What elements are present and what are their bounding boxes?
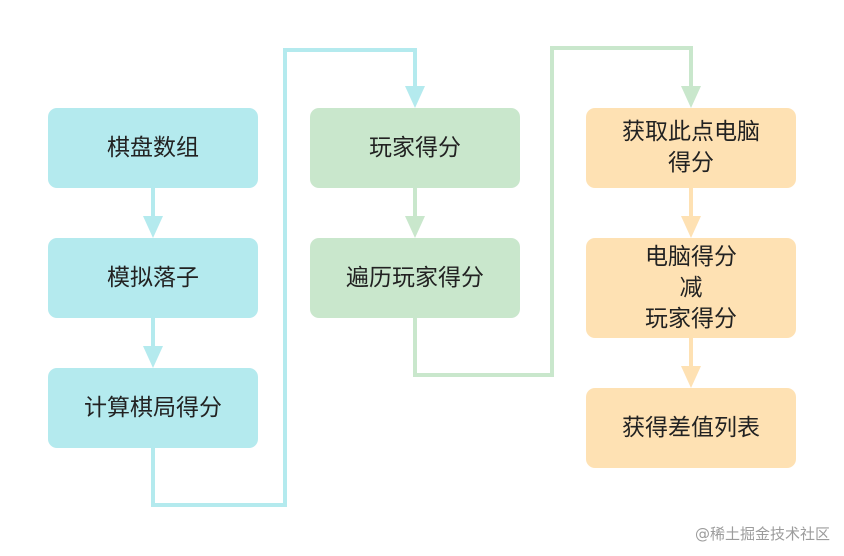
node-calc-board-score-label: 计算棋局得分 (84, 394, 222, 421)
node-simulate-move-label: 模拟落子 (107, 264, 199, 291)
node-computer-minus-player-label: 电脑得分 减 玩家得分 (645, 243, 737, 332)
arrow-computer-to-minus (681, 187, 701, 238)
arrow-player-to-traverse (405, 187, 425, 238)
node-get-computer-score: 获取此点电脑 得分 (586, 108, 796, 188)
node-get-diff-list: 获得差值列表 (586, 388, 796, 468)
node-calc-board-score: 计算棋局得分 (48, 368, 258, 448)
arrow-board-to-simulate (143, 187, 163, 238)
node-player-score-label: 玩家得分 (369, 134, 461, 161)
node-board-array-label: 棋盘数组 (107, 134, 199, 161)
node-get-diff-list-label: 获得差值列表 (622, 414, 760, 441)
node-computer-minus-player: 电脑得分 减 玩家得分 (586, 238, 796, 338)
arrow-simulate-to-calc (143, 317, 163, 368)
node-simulate-move: 模拟落子 (48, 238, 258, 318)
watermark: @稀土掘金技术社区 (694, 525, 830, 543)
node-player-score: 玩家得分 (310, 108, 520, 188)
arrow-traverse-to-computer-score (413, 46, 701, 377)
node-get-computer-score-label: 获取此点电脑 得分 (622, 119, 760, 176)
arrow-calc-to-player-score (151, 48, 425, 507)
node-board-array: 棋盘数组 (48, 108, 258, 188)
arrow-minus-to-diff-list (681, 337, 701, 388)
node-traverse-player-score: 遍历玩家得分 (310, 238, 520, 318)
node-traverse-player-score-label: 遍历玩家得分 (346, 264, 484, 291)
